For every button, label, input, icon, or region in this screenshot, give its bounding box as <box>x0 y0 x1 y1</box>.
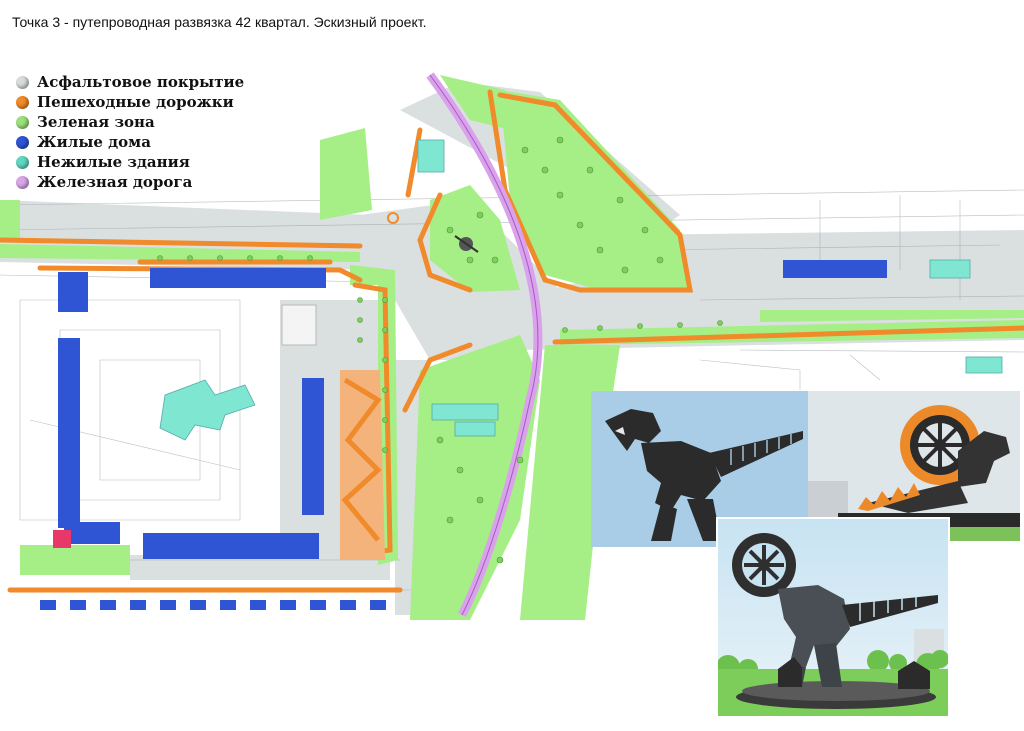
legend-swatch-railway <box>16 175 29 189</box>
legend-item-green: Зеленая зона <box>16 112 244 132</box>
legend-item-residential: Жилые дома <box>16 132 244 152</box>
accent-building <box>53 530 71 548</box>
legend-item-paths: Пешеходные дорожки <box>16 92 244 112</box>
residential-buildings <box>40 260 887 610</box>
site-plan-map <box>0 62 1024 631</box>
legend-label: Зеленая зона <box>37 113 155 131</box>
legend-label: Пешеходные дорожки <box>37 93 234 111</box>
plaza-block <box>281 304 317 346</box>
block-asphalt <box>130 300 390 580</box>
legend-item-railway: Железная дорога <box>16 172 244 192</box>
map-legend: Асфальтовое покрытие Пешеходные дорожки … <box>16 72 244 192</box>
green-north-triangle <box>500 90 690 290</box>
railway-line-edge <box>429 74 539 616</box>
green-left-band <box>0 200 20 240</box>
small-block <box>778 657 802 687</box>
dino-spine-slats <box>730 434 792 465</box>
legend-swatch-residential <box>16 135 29 149</box>
monument-marker <box>454 235 479 253</box>
dino-body-side <box>868 431 1010 513</box>
trees <box>157 136 723 564</box>
legend-item-nonresidential: Нежилые здания <box>16 152 244 172</box>
dino-teeth <box>615 427 625 435</box>
small-figure <box>898 661 930 689</box>
dino-sculpture-render <box>716 517 950 718</box>
east-road-strip <box>620 230 1024 275</box>
park-square <box>340 370 385 560</box>
green-east-block <box>760 310 1024 322</box>
green-interchange-island <box>430 185 520 292</box>
excavator-dino-render <box>808 391 1020 541</box>
legend-label: Железная дорога <box>37 173 193 191</box>
page-title: Точка 3 - путепроводная развязка 42 квар… <box>12 14 427 30</box>
green-top-left <box>320 128 372 220</box>
school-building <box>159 379 256 441</box>
legend-label: Жилые дома <box>37 133 151 151</box>
legend-item-asphalt: Асфальтовое покрытие <box>16 72 244 92</box>
green-strip-top <box>0 244 360 262</box>
legend-swatch-asphalt <box>16 75 29 89</box>
dino-orange-spikes <box>858 483 920 511</box>
green-block-south <box>20 545 130 575</box>
excavator-wheel-large <box>732 533 796 597</box>
nonresidential-buildings <box>159 139 1003 441</box>
legend-swatch-green <box>16 115 29 129</box>
legend-swatch-paths <box>16 95 29 109</box>
legend-label: Асфальтовое покрытие <box>37 73 245 91</box>
roundabout-marker <box>387 212 399 224</box>
legend-label: Нежилые здания <box>37 153 190 171</box>
legend-swatch-nonresidential <box>16 155 29 169</box>
